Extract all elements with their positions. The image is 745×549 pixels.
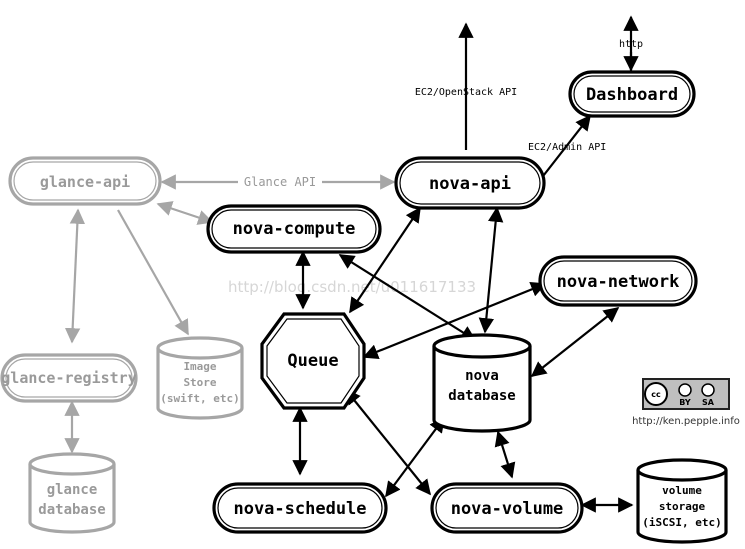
sa-icon — [701, 383, 715, 397]
edge-novadb-volume — [494, 430, 516, 479]
label-http: http — [619, 39, 643, 50]
cc-icon-text: cc — [651, 390, 661, 399]
image-store-line-2: Store — [183, 376, 216, 389]
edge-glanceapi-registry — [64, 208, 86, 344]
nova-network-label: nova-network — [557, 272, 680, 292]
nova-api-label: nova-api — [429, 174, 511, 194]
label-ec2-admin-api: EC2/Admin API — [528, 142, 606, 153]
edge-glanceapi-store — [117, 209, 189, 336]
edge-glanceapi-compute — [156, 201, 214, 225]
by-icon — [678, 383, 692, 397]
volume-storage-node[interactable]: volume storage (iSCSI, etc) — [636, 458, 728, 544]
nova-volume-node[interactable]: nova-volume — [430, 482, 584, 534]
glance-registry-node[interactable]: glance-registry — [0, 353, 138, 403]
glance-database-line-1: glance — [47, 482, 98, 498]
image-store-line-1: Image — [183, 360, 216, 373]
dashboard-label: Dashboard — [586, 85, 678, 105]
grey-edges — [64, 174, 396, 454]
glance-database-line-2: database — [38, 502, 105, 518]
queue-node[interactable]: Queue — [260, 312, 366, 410]
image-store-line-3: (swift, etc) — [160, 392, 239, 405]
cc-license-badge[interactable]: cc BY SA — [642, 378, 730, 410]
nova-compute-node[interactable]: nova-compute — [206, 204, 382, 254]
nova-volume-label: nova-volume — [451, 499, 564, 519]
edge-network-novadb — [530, 307, 620, 377]
volume-storage-line-1: volume — [662, 484, 702, 497]
watermark-text: http://blog.csdn.net/u011617133 — [228, 278, 476, 296]
label-glance-api: Glance API — [244, 175, 316, 189]
sa-label: SA — [702, 398, 715, 407]
edge-network-queue — [362, 282, 547, 359]
image-store-node[interactable]: Image Store (swift, etc) — [156, 336, 244, 420]
edges — [292, 15, 639, 513]
by-label: BY — [679, 398, 691, 407]
nova-database-line-2: database — [448, 388, 515, 404]
nova-compute-label: nova-compute — [233, 219, 356, 239]
dashboard-node[interactable]: Dashboard — [568, 70, 696, 118]
edge-novadb-schedule — [385, 416, 445, 498]
edge-api-dashboard — [539, 114, 591, 181]
nova-schedule-node[interactable]: nova-schedule — [212, 482, 388, 534]
volume-storage-line-2: storage — [659, 500, 706, 513]
nova-api-node[interactable]: nova-api — [394, 156, 546, 210]
volume-storage-line-3: (iSCSI, etc) — [642, 516, 721, 529]
cc-icon — [644, 382, 668, 406]
glance-registry-label: glance-registry — [1, 369, 136, 387]
nova-database-line-1: nova — [465, 368, 499, 384]
nova-network-node[interactable]: nova-network — [538, 255, 698, 307]
glance-api-label: glance-api — [40, 173, 130, 191]
queue-label: Queue — [287, 351, 338, 371]
nova-database-node[interactable]: nova database — [432, 333, 532, 433]
glance-database-node[interactable]: glance database — [28, 452, 116, 534]
credit-link[interactable]: http://ken.pepple.info — [632, 416, 740, 427]
glance-api-node[interactable]: glance-api — [8, 156, 162, 206]
edge-api-novadb — [478, 206, 504, 334]
label-ec2-openstack-api: EC2/OpenStack API — [415, 87, 517, 98]
edge-queue-volume — [345, 388, 431, 496]
nova-schedule-label: nova-schedule — [233, 499, 366, 519]
